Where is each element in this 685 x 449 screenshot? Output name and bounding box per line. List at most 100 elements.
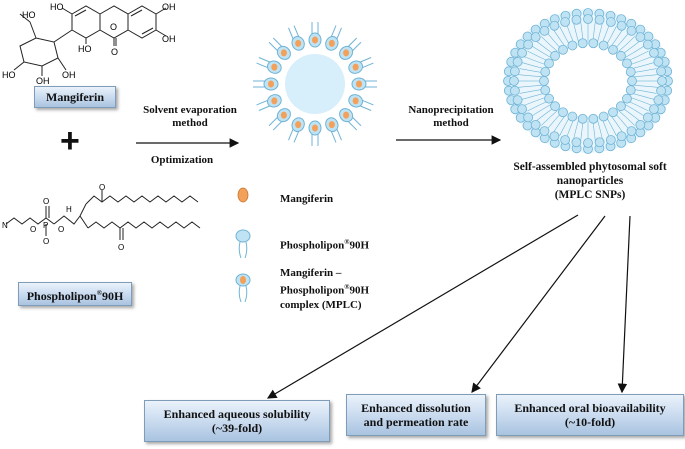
nanoparticle-inner-head — [567, 40, 578, 51]
nanoparticle-tail — [615, 122, 624, 134]
nanoparticle-outer-head — [635, 119, 646, 130]
chem-label: O — [111, 47, 118, 57]
nanoparticle-outer-head — [656, 85, 666, 96]
micelle-amphiphile — [253, 77, 279, 91]
nanoparticle-outer-head — [517, 47, 527, 58]
micelle-amphiphile — [268, 37, 291, 60]
legend-mangiferin: Mangiferin — [280, 193, 334, 205]
chem-label: OH — [36, 76, 50, 86]
nanoparticle-tail — [610, 124, 617, 136]
nanoparticle-tail — [527, 50, 540, 58]
nanoparticle-outer-head — [616, 20, 627, 31]
micelle-amphiphile — [308, 120, 322, 146]
lipid-label: H — [66, 205, 72, 214]
product-label: Self-assembled phytosomal soft nanoparti… — [513, 161, 667, 201]
nanoparticle-outer-head — [517, 104, 527, 115]
nanoparticle-inner-head — [539, 76, 549, 86]
mangiferin-structure: HO OH OH HO O O HO HO OH OH — [2, 2, 176, 86]
nanoparticle-tail — [629, 112, 641, 122]
nanoparticle-tail — [523, 100, 537, 106]
nanoparticle-tail — [597, 33, 600, 42]
nanoparticle-outer-head — [649, 104, 659, 115]
nanoparticle-inner-head — [625, 67, 636, 77]
nanoparticle-outer-head — [512, 95, 523, 106]
micelle-amphiphile — [348, 94, 374, 111]
nanoparticle-tail — [639, 56, 653, 62]
nanoparticle-inner-head — [627, 76, 637, 86]
nanoparticle-outer-head — [530, 32, 541, 43]
nanoparticle-tail — [618, 45, 626, 52]
chem-label: OH — [162, 2, 176, 12]
nanoparticle-tail — [521, 95, 535, 100]
nanoparticle-tail — [610, 26, 617, 38]
nanoparticle-outer-head — [571, 14, 582, 25]
nanoparticle-tail — [535, 112, 547, 122]
nanoparticle-tail — [531, 45, 543, 54]
phospholipon-label: Phospholipon®90H — [26, 288, 124, 303]
nanoparticle-inner-head — [616, 101, 626, 112]
legend-complex-icon — [235, 273, 251, 303]
nanoparticle-tail — [518, 74, 533, 77]
nanoparticle-tail — [599, 127, 603, 140]
nanoparticle-tail — [580, 21, 583, 34]
nanoparticle-tail — [531, 108, 543, 117]
nanoparticle-outer-head — [657, 76, 667, 86]
arrow-to-solubility — [266, 214, 579, 399]
nanoparticle-outer-head — [635, 32, 646, 43]
step1-optimization: Optimization — [150, 154, 214, 166]
arrow-to-dissolution — [471, 215, 606, 393]
nanoparticle-inner-head — [567, 111, 578, 122]
nanoparticle-inner-head — [577, 113, 588, 124]
nanoparticle-outer-head — [653, 56, 664, 67]
micelle-amphiphile — [339, 108, 362, 131]
nanoparticle-tail — [542, 104, 551, 110]
nanoparticle-outer-head — [642, 112, 653, 123]
chem-label: OH — [62, 70, 76, 80]
chem-label: OH — [162, 34, 176, 44]
lipid-label: P — [43, 221, 48, 230]
nanoparticle-inner-head — [588, 38, 599, 49]
micelle-amphiphile — [268, 108, 291, 131]
micelle-amphiphile — [256, 94, 282, 111]
legend-complex: Mangiferin – Phospholipon®90H complex (M… — [280, 267, 369, 311]
nanoparticle-outer-head — [560, 17, 571, 27]
chem-label: HO — [2, 70, 16, 80]
nanoparticle-tail — [636, 104, 649, 112]
outcome-solubility-box: Enhanced aqueous solubility (~39-fold) — [144, 400, 330, 442]
mangiferin-label: Mangiferin — [46, 90, 104, 104]
plus-sign: + — [60, 122, 80, 160]
micelle-amphiphile — [325, 25, 342, 51]
micelle-amphiphile — [256, 57, 282, 74]
nanoparticle-tail — [550, 45, 558, 52]
nanoparticle-outer-head — [649, 47, 659, 58]
outcome-dissolution-box: Enhanced dissolution and permeation rate — [346, 394, 486, 436]
nanoparticle-tail — [641, 62, 655, 67]
nanoparticle-outer-head — [626, 25, 637, 36]
arrow-to-bioavailability — [617, 215, 631, 394]
nanoparticle-inner-head — [625, 85, 636, 95]
nanoparticle-outer-head — [594, 14, 605, 25]
chem-label: HO — [78, 44, 92, 54]
nanoparticle-inner-head — [608, 107, 618, 118]
nanoparticle-outer-head — [539, 25, 550, 36]
nanoparticle-tail — [633, 108, 645, 117]
nanoparticle-outer-head — [510, 66, 520, 77]
nanoparticle-inner-head — [598, 111, 609, 122]
nanoparticle-tail — [523, 56, 537, 62]
nanoparticle-tail — [599, 22, 603, 35]
nanoparticle-tail — [550, 110, 558, 117]
nanoparticle-outer-head — [594, 137, 605, 148]
nanoparticle-outer-head — [522, 120, 533, 131]
lipid-label: O — [30, 225, 36, 234]
chem-label: HO — [50, 2, 64, 12]
nanoparticle-tail — [620, 32, 630, 43]
nanoparticle-tail — [521, 62, 535, 67]
nanoparticle-tail — [576, 120, 579, 129]
nanoparticle-inner-head — [577, 38, 588, 49]
nanoparticle-tail — [535, 40, 547, 50]
nanoparticle-inner-head — [598, 40, 609, 51]
nanoparticle-tail — [552, 122, 561, 134]
nanoparticle-tail — [642, 68, 657, 72]
phospholipon-structure: N P O O O O H O O — [2, 183, 201, 252]
nanoparticle-tail — [573, 22, 577, 35]
